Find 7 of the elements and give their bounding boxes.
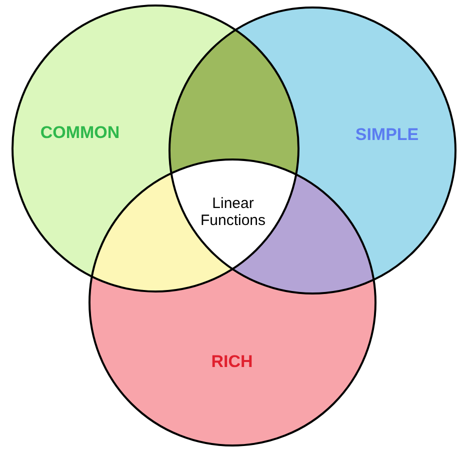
set-label: COMMON bbox=[40, 123, 120, 143]
intersection-label: Linear Functions bbox=[199, 195, 267, 229]
set-label: SIMPLE bbox=[355, 125, 419, 145]
venn-circle bbox=[168, 6, 456, 294]
venn-circle bbox=[88, 158, 376, 446]
set-label: RICH bbox=[211, 352, 253, 372]
venn-circle bbox=[10, 4, 300, 292]
